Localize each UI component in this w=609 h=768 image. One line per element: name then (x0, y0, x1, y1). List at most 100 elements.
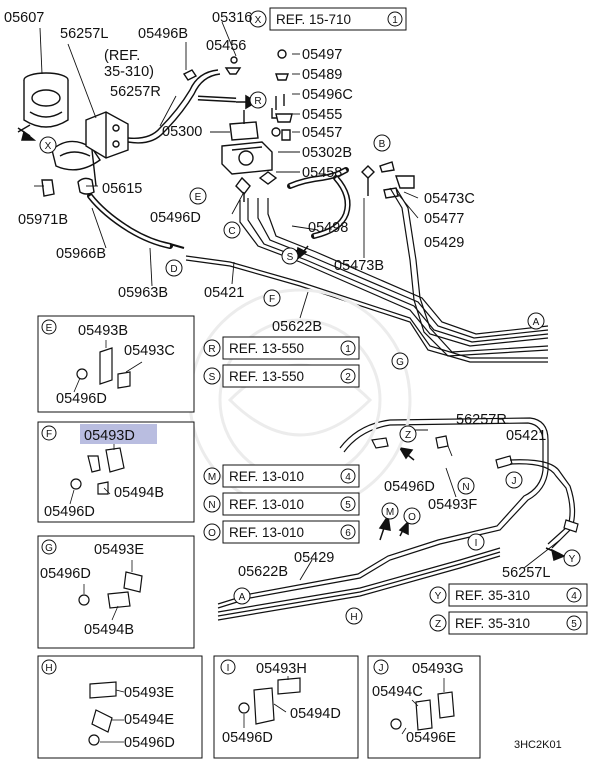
part-label[interactable]: 05607 (4, 10, 44, 26)
detail-box-j[interactable]: J 05493G 05494C 05496E (367, 655, 481, 759)
callout-f[interactable]: F (263, 289, 281, 307)
diagram-code: 3HC2K01 (514, 739, 562, 751)
detail-box-g[interactable]: G 05493E 05496D 05494B (37, 535, 195, 649)
part-label[interactable]: 05455 (302, 107, 342, 123)
ref-box-r[interactable]: R REF. 13-550 1 (203, 336, 360, 360)
part-label[interactable]: 05497 (302, 47, 342, 63)
part-label[interactable]: 05622B (272, 319, 322, 335)
svg-text:05496D: 05496D (56, 391, 107, 407)
part-label[interactable]: 05300 (162, 124, 202, 140)
part-label[interactable]: 05489 (302, 67, 342, 83)
svg-text:N: N (462, 482, 469, 493)
svg-text:S: S (209, 372, 216, 383)
part-label[interactable]: 05477 (424, 211, 464, 227)
svg-text:H: H (45, 663, 52, 674)
callout-r[interactable]: R (249, 91, 267, 109)
part-label[interactable]: 05963B (118, 285, 168, 301)
svg-text:M: M (386, 507, 394, 518)
svg-text:6: 6 (345, 528, 351, 539)
svg-text:5: 5 (571, 619, 577, 630)
svg-text:A: A (533, 317, 540, 328)
ref-box-m[interactable]: M REF. 13-010 4 (203, 464, 360, 488)
svg-text:B: B (379, 139, 386, 150)
part-label[interactable]: 05615 (102, 181, 142, 197)
ref-inline: 35-310) (104, 64, 154, 80)
callout-s[interactable]: S (281, 247, 299, 265)
svg-text:J: J (379, 663, 384, 674)
callout-o[interactable]: O (403, 507, 421, 525)
callout-y[interactable]: Y (563, 549, 581, 567)
ref-box-y[interactable]: Y REF. 35-310 4 (429, 583, 588, 607)
callout-d[interactable]: D (165, 259, 183, 277)
callout-a[interactable]: A (527, 312, 545, 330)
callout-i[interactable]: I (467, 533, 485, 551)
svg-text:J: J (512, 476, 517, 487)
part-label[interactable]: 05429 (424, 235, 464, 251)
callout-h[interactable]: H (345, 607, 363, 625)
part-label[interactable]: 05496D (384, 479, 435, 495)
ref-inline: (REF. (104, 48, 140, 64)
callout-n[interactable]: N (457, 477, 475, 495)
svg-text:M: M (208, 472, 216, 483)
ref-box-x[interactable]: X REF. 15-710 1 (249, 7, 407, 31)
callout-b[interactable]: B (373, 134, 391, 152)
detail-box-f[interactable]: F 05493D 05494B 05496D (37, 421, 195, 523)
part-label[interactable]: 05421 (506, 428, 546, 444)
svg-text:C: C (228, 226, 235, 237)
callout-z[interactable]: Z (399, 425, 417, 443)
svg-text:REF. 35-310: REF. 35-310 (455, 616, 530, 631)
callout-g[interactable]: G (391, 352, 409, 370)
callout-markers: X R E C B S D F A G Z J N M O I Y H A (39, 91, 581, 625)
svg-text:S: S (287, 252, 294, 263)
part-label[interactable]: 05966B (56, 246, 106, 262)
part-label[interactable]: 05496D (150, 210, 201, 226)
part-label[interactable]: 05493F (428, 497, 477, 513)
svg-text:A: A (239, 592, 246, 603)
ref-box-n[interactable]: N REF. 13-010 5 (203, 492, 360, 516)
svg-text:Z: Z (405, 430, 411, 441)
part-label[interactable]: 05429 (294, 550, 334, 566)
callout-x[interactable]: X (39, 136, 57, 154)
callout-a2[interactable]: A (233, 587, 251, 605)
svg-text:O: O (208, 528, 216, 539)
svg-text:05496D: 05496D (44, 504, 95, 520)
part-label[interactable]: 05456 (206, 38, 246, 54)
callout-m[interactable]: M (381, 502, 399, 520)
svg-text:I: I (227, 663, 230, 674)
part-label[interactable]: 05473B (334, 258, 384, 274)
part-label[interactable]: 56257R (456, 412, 507, 428)
part-label[interactable]: 05458 (302, 165, 342, 181)
part-label[interactable]: 05496C (302, 87, 353, 103)
detail-box-h[interactable]: H 05493E 05494E 05496D (37, 655, 203, 759)
pump-valve-assembly (182, 56, 281, 202)
detail-box-e[interactable]: E 05493B 05493C 05496D (37, 315, 195, 413)
part-label[interactable]: 56257L (502, 565, 550, 581)
ref-box-z[interactable]: Z REF. 35-310 5 (429, 611, 588, 635)
svg-text:Z: Z (435, 619, 441, 630)
svg-text:D: D (170, 264, 177, 275)
svg-text:4: 4 (345, 472, 351, 483)
part-label[interactable]: 05457 (302, 125, 342, 141)
detail-box-i[interactable]: I 05493H 05494D 05496D (213, 655, 359, 759)
part-label[interactable]: 05622B (238, 564, 288, 580)
ref-box-s[interactable]: S REF. 13-550 2 (203, 364, 360, 388)
part-label[interactable]: 05421 (204, 285, 244, 301)
part-label[interactable]: 05302B (302, 145, 352, 161)
part-label[interactable]: 05316 (212, 10, 252, 26)
part-label[interactable]: 05971B (18, 212, 68, 228)
svg-text:05496D: 05496D (40, 566, 91, 582)
callout-c[interactable]: C (223, 221, 241, 239)
callout-j[interactable]: J (505, 471, 523, 489)
callout-e[interactable]: E (189, 187, 207, 205)
svg-text:Y: Y (569, 554, 576, 565)
part-label[interactable]: 05498 (308, 220, 348, 236)
part-label[interactable]: 56257L (60, 26, 108, 42)
svg-text:05494B: 05494B (114, 485, 164, 501)
part-label[interactable]: 56257R (110, 84, 161, 100)
part-label[interactable]: 05496B (138, 26, 188, 42)
svg-text:05494E: 05494E (124, 712, 174, 728)
ref-box-o[interactable]: O REF. 13-010 6 (203, 520, 360, 544)
part-label[interactable]: 05473C (424, 191, 475, 207)
svg-text:Y: Y (435, 591, 442, 602)
